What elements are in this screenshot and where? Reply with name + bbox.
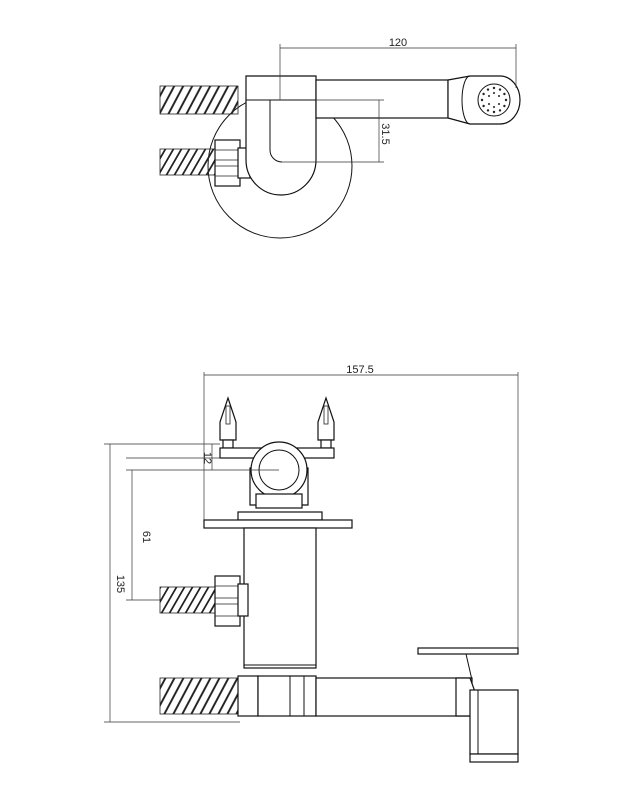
valve-body-u-shape xyxy=(245,75,317,196)
dim-label-135: 135 xyxy=(114,575,126,593)
bottom-body xyxy=(257,675,317,717)
dim-label-12: 12 xyxy=(201,452,213,464)
spray-nozzle-dots xyxy=(480,86,508,114)
spray-head xyxy=(447,75,521,125)
nut-collar-front xyxy=(237,583,249,617)
dimension-157-5: 157.5 xyxy=(204,364,518,376)
dim-label-31-5: 31.5 xyxy=(379,123,391,144)
bottom-coupling xyxy=(237,675,259,717)
flange-plate xyxy=(203,519,353,529)
wall-flange xyxy=(237,511,323,521)
dimension-31-5: 31.5 xyxy=(282,99,391,163)
dimension-12: 12 xyxy=(126,444,279,471)
round-connector xyxy=(249,441,309,509)
dim-label-157-5: 157.5 xyxy=(346,364,374,376)
dimension-61: 61 xyxy=(126,470,160,601)
holder-shelf xyxy=(417,647,519,655)
wall-anchor-right xyxy=(317,396,335,449)
dim-label-120: 120 xyxy=(389,37,407,49)
spray-arm-front xyxy=(315,677,473,717)
front-view: 157.5 12 xyxy=(104,364,519,763)
dim-label-61: 61 xyxy=(140,531,152,543)
hose-nut-front-view xyxy=(214,575,241,627)
top-view: 120 31.5 xyxy=(159,37,521,239)
valve-body-front xyxy=(243,527,317,669)
dimension-120: 120 xyxy=(279,37,517,100)
braided-hose-upper xyxy=(159,85,239,115)
spray-head-front xyxy=(469,689,519,763)
braided-hose-middle xyxy=(159,586,217,614)
braided-hose-bottom xyxy=(159,677,241,715)
wall-anchor-left xyxy=(219,396,237,449)
dimension-135: 135 xyxy=(104,443,240,723)
hose-nut-top-view xyxy=(214,139,241,187)
spray-arm xyxy=(315,79,449,119)
braided-hose-lower xyxy=(159,148,217,176)
